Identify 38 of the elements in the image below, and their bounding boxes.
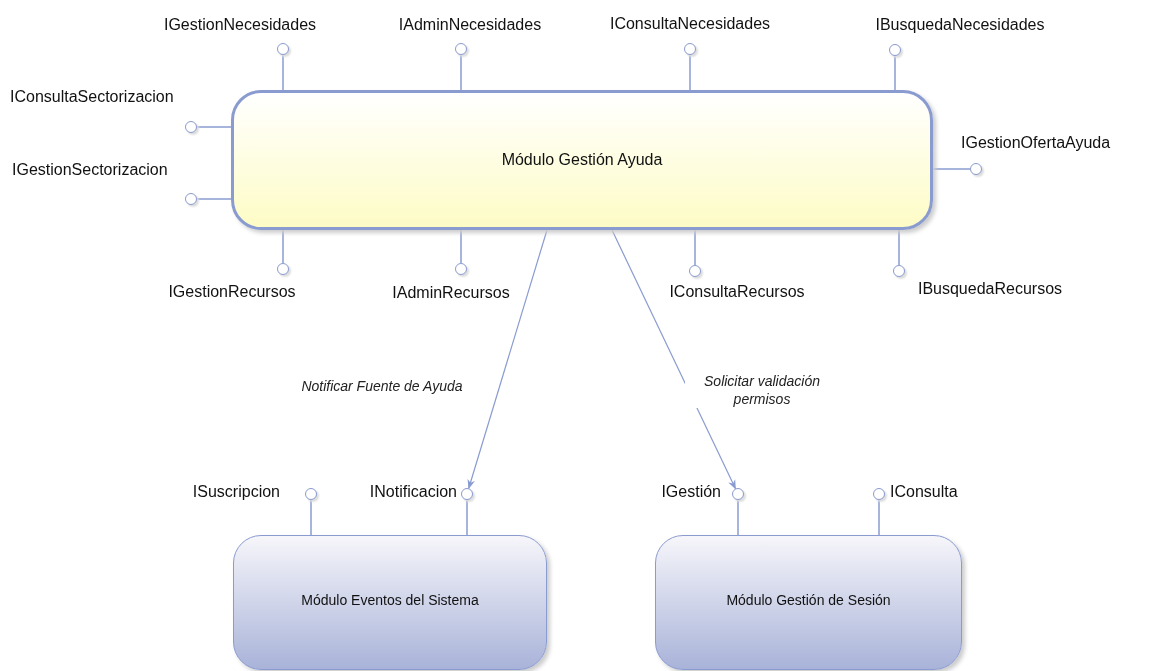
interface-label: IConsulta: [890, 482, 958, 502]
interface-label: IAdminRecursos: [392, 283, 510, 303]
component-name: Módulo Gestión Ayuda: [501, 151, 663, 169]
interface-stick: [460, 229, 462, 264]
interface-stick: [878, 499, 880, 536]
interface-label: IBusquedaRecursos: [917, 279, 1063, 299]
dependency-arrow: [611, 229, 736, 490]
interface-stick: [898, 229, 900, 266]
component-box: [655, 535, 962, 670]
interface-stick: [460, 54, 462, 91]
interface-label: IConsultaSectorizacion: [10, 87, 174, 107]
component-box: [231, 90, 933, 230]
interface-label: IGestionSectorizacion: [12, 160, 168, 180]
interface-stick: [737, 499, 739, 536]
component-name: Módulo Gestión de Sesión: [726, 591, 891, 608]
interface-label: IGestionRecursos: [168, 282, 296, 302]
interface-stick: [466, 499, 468, 536]
interface-label: IGestión: [661, 482, 721, 502]
interface-stick: [894, 55, 896, 91]
interface-label: ISuscripcion: [192, 482, 280, 502]
interface-stick: [282, 229, 284, 264]
interface-stick: [310, 499, 312, 536]
interface-label: IConsultaNecesidades: [609, 14, 771, 34]
component-name: Módulo Eventos del Sistema: [301, 591, 479, 608]
interface-label: IBusquedaNecesidades: [875, 15, 1045, 35]
interface-label: IAdminNecesidades: [398, 15, 542, 35]
interface-label: INotificacion: [369, 482, 457, 502]
interface-stick: [282, 54, 284, 91]
interface-stick: [196, 126, 232, 128]
interface-stick: [694, 229, 696, 266]
interface-stick: [196, 198, 232, 200]
component-box: [233, 535, 547, 670]
interface-stick: [932, 168, 971, 170]
dependency-arrow: [467, 229, 548, 490]
interface-stick: [689, 54, 691, 91]
interface-label: IConsultaRecursos: [669, 282, 805, 302]
interface-label: IGestionNecesidades: [163, 15, 317, 35]
interface-label: IGestionOfertaAyuda: [961, 133, 1111, 153]
